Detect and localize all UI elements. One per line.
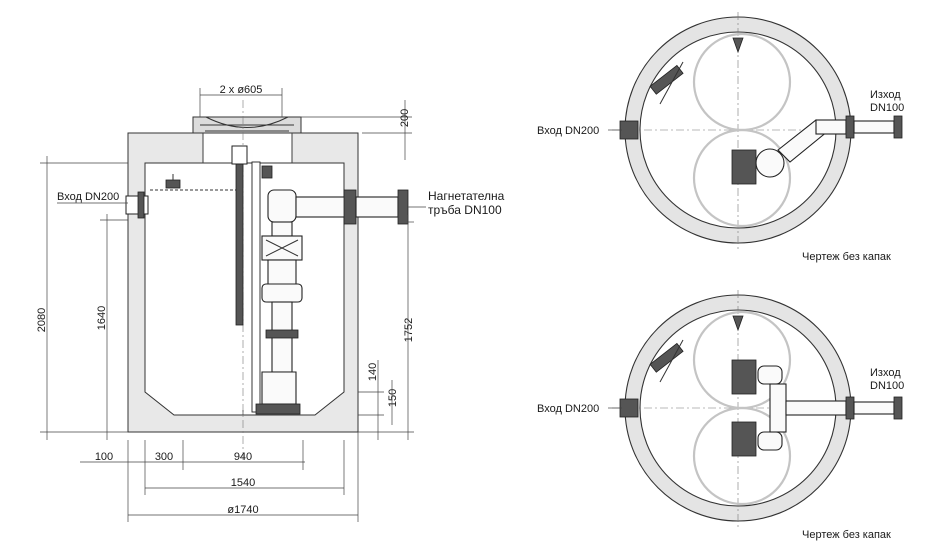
- dim-1752-label: 1752: [403, 318, 415, 342]
- discharge-pipe: [255, 189, 409, 415]
- plan-bottom-outlet-label-line2: DN100: [870, 380, 904, 392]
- plan-bottom-outlet-label-line1: Изход: [870, 367, 901, 379]
- dim-940-label: 940: [234, 451, 252, 463]
- plan-view-top: Вход DN200 Изход DN100 Чертеж без капак: [537, 12, 904, 263]
- dim-outer-width: ø1740: [127, 432, 359, 522]
- dim-inner-width: 1540: [144, 440, 345, 495]
- dim-100-label: 100: [95, 451, 113, 463]
- inlet-pipe: [125, 191, 149, 219]
- plan-top-outlet-label-line1: Изход: [870, 89, 901, 101]
- cover-lid: [200, 116, 294, 132]
- plan-top-inlet-label: Вход DN200: [537, 125, 599, 137]
- dim-1540-label: 1540: [231, 477, 255, 489]
- dim-200-label: 200: [399, 109, 411, 127]
- dim-bottom-levels: 140 150: [358, 360, 399, 440]
- dim-140-label: 140: [367, 363, 379, 381]
- dim-2080-label: 2080: [36, 308, 48, 332]
- dim-slab: 200: [300, 100, 412, 160]
- dim-overall-height: 2080: [36, 156, 128, 440]
- float-switch-icon: [150, 174, 236, 191]
- section-outlet-label-line2: тръба DN100: [428, 203, 502, 217]
- dim-bottom-row: 100 300 940: [80, 440, 305, 470]
- dim-cover-openings: 2 x ø605: [199, 84, 283, 117]
- guide-rod: [235, 154, 244, 326]
- dim-1740-label: ø1740: [227, 504, 258, 516]
- plan-view-bottom: Вход DN200 Изход DN100 Чертеж без капак: [537, 290, 904, 541]
- dim-1640-label: 1640: [96, 306, 108, 330]
- dim-cover-label: 2 x ø605: [220, 84, 263, 96]
- plan-top-caption: Чертеж без капак: [802, 251, 891, 263]
- section-inlet-label: Вход DN200: [57, 191, 119, 203]
- dim-150-label: 150: [387, 389, 399, 407]
- plan-bottom-inlet-label: Вход DN200: [537, 403, 599, 415]
- section-outlet-label-line1: Нагнетателна: [428, 189, 505, 203]
- plan-top-outlet-label-line2: DN100: [870, 102, 904, 114]
- dim-inlet-height: 1640: [96, 214, 128, 440]
- section-view: 2 x ø605 200 2080 1640 Вход DN200 Нагнет…: [36, 84, 505, 522]
- plan-bottom-caption: Чертеж без капак: [802, 529, 891, 541]
- dim-300-label: 300: [155, 451, 173, 463]
- dim-outlet-height: 1752: [358, 215, 415, 440]
